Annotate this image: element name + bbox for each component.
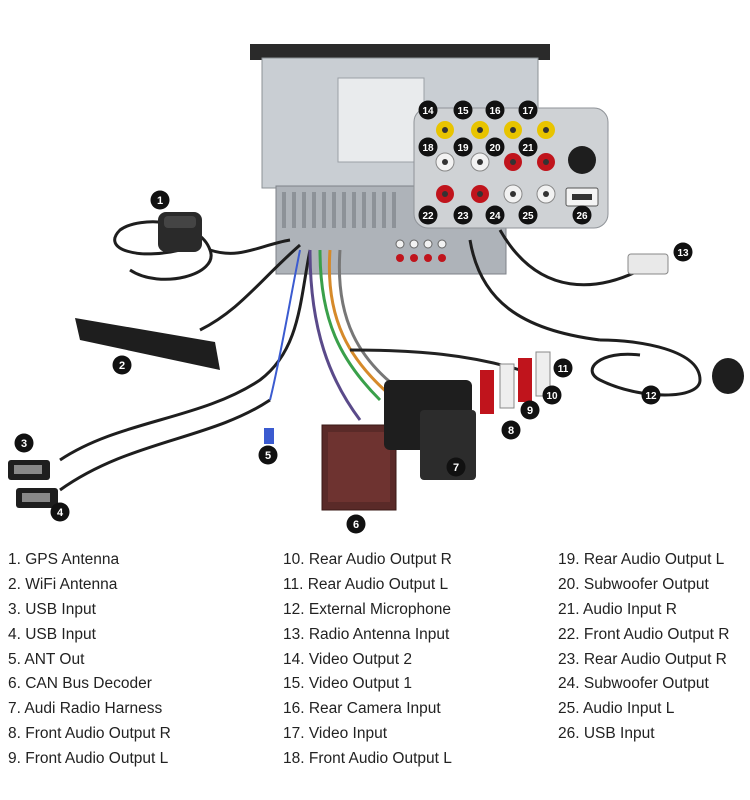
can-bus-decoder <box>321 424 397 511</box>
legend-item: 20. Subwoofer Output <box>558 575 709 593</box>
callout-number: 14 <box>422 106 434 117</box>
callout-badge-15: 15 <box>453 100 473 120</box>
legend-item: 23. Rear Audio Output R <box>558 650 727 668</box>
callout-number: 5 <box>265 450 271 462</box>
callout-badge-7: 7 <box>446 457 466 477</box>
callout-number: 4 <box>57 507 64 519</box>
callout-number: 3 <box>21 438 27 450</box>
usb-input-3 <box>8 460 50 480</box>
usb-input-4 <box>16 488 58 508</box>
label-sticker <box>337 77 425 163</box>
callout-badge-22: 22 <box>418 205 438 225</box>
legend-item: 14. Video Output 2 <box>283 650 412 668</box>
callout-badge-18: 18 <box>418 137 438 157</box>
callout-number: 15 <box>457 106 469 117</box>
callout-badge-3: 3 <box>14 433 34 453</box>
legend-item: 4. USB Input <box>8 625 96 643</box>
callout-badge-10: 10 <box>542 385 562 405</box>
legend-column-2: 10. Rear Audio Output R 11. Rear Audio O… <box>283 548 452 772</box>
legend-item: 11. Rear Audio Output L <box>283 575 449 593</box>
legend-item: 21. Audio Input R <box>558 600 677 618</box>
callout-number: 2 <box>119 360 125 372</box>
legend-item: 6. CAN Bus Decoder <box>8 675 152 693</box>
mic-jack <box>568 146 596 174</box>
cables <box>59 220 641 492</box>
callout-badge-8: 8 <box>501 420 521 440</box>
callout-badge-6: 6 <box>346 514 366 534</box>
callout-number: 6 <box>353 519 359 531</box>
legend-item: 2. WiFi Antenna <box>8 575 118 593</box>
callout-number: 24 <box>489 211 501 222</box>
callout-number: 21 <box>522 143 534 154</box>
callout-number: 25 <box>522 211 534 222</box>
callout-badge-2: 2 <box>112 355 132 375</box>
legend-item: 1. GPS Antenna <box>8 551 120 568</box>
rca-row-2 <box>435 152 555 172</box>
legend-item: 9. Front Audio Output L <box>8 750 169 768</box>
callout-number: 10 <box>546 391 558 402</box>
legend-item: 8. Front Audio Output R <box>8 725 171 743</box>
callout-number: 18 <box>422 143 434 154</box>
callout-badge-23: 23 <box>453 205 473 225</box>
legend-item: 26. USB Input <box>558 725 655 743</box>
callout-badge-24: 24 <box>485 205 505 225</box>
rca-row-3 <box>436 184 556 204</box>
callout-number: 26 <box>576 211 588 222</box>
legend-item: 22. Front Audio Output R <box>558 625 730 643</box>
callout-badge-12: 12 <box>641 385 661 405</box>
callout-number: 20 <box>489 143 501 154</box>
callout-number: 11 <box>558 364 569 375</box>
callout-badge-4: 4 <box>50 502 70 522</box>
callout-number: 16 <box>489 106 501 117</box>
callout-badge-1: 1 <box>150 190 170 210</box>
gps-antenna <box>158 212 202 252</box>
legend-item: 7. Audi Radio Harness <box>8 700 163 718</box>
callout-number: 12 <box>645 391 657 402</box>
legend-item: 3. USB Input <box>8 600 96 618</box>
callout-badge-19: 19 <box>453 137 473 157</box>
callout-badge-26: 26 <box>572 205 592 225</box>
legend-item: 16. Rear Camera Input <box>283 700 441 718</box>
callout-badge-25: 25 <box>518 205 538 225</box>
legend-item: 15. Video Output 1 <box>283 675 412 693</box>
callout-number: 13 <box>677 248 689 259</box>
legend-item: 12. External Microphone <box>283 600 452 618</box>
callout-badge-17: 17 <box>518 100 538 120</box>
callout-number: 7 <box>453 462 459 474</box>
callout-number: 19 <box>457 143 469 154</box>
callout-badge-16: 16 <box>485 100 505 120</box>
legend-column-3: 19. Rear Audio Output L 20. Subwoofer Ou… <box>558 548 729 747</box>
rca-row-1 <box>436 121 555 139</box>
wifi-antenna <box>75 318 220 370</box>
callout-badge-20: 20 <box>485 137 505 157</box>
callout-badge-14: 14 <box>418 100 438 120</box>
ant-out-connector <box>264 428 274 444</box>
legend-item: 5. ANT Out <box>8 650 85 668</box>
legend-item: 10. Rear Audio Output R <box>283 551 452 568</box>
legend-item: 25. Audio Input L <box>558 700 675 718</box>
harness-wires <box>308 249 521 421</box>
legend-column-1: 1. GPS Antenna 2. WiFi Antenna 3. USB In… <box>8 548 171 772</box>
legend-item: 18. Front Audio Output L <box>283 750 452 768</box>
legend-item: 24. Subwoofer Output <box>558 675 709 693</box>
rca-plugs <box>480 351 551 414</box>
legend-item: 13. Radio Antenna Input <box>283 625 450 643</box>
callout-badge-13: 13 <box>673 242 693 262</box>
callout-badge-11: 11 <box>553 358 573 378</box>
callout-badge-9: 9 <box>520 400 540 420</box>
radio-antenna-plug <box>627 253 669 275</box>
callout-number: 9 <box>527 405 533 417</box>
callout-number: 23 <box>457 211 469 222</box>
callout-number: 8 <box>508 425 514 437</box>
callout-number: 17 <box>522 106 534 117</box>
callout-badge-21: 21 <box>518 137 538 157</box>
legend-item: 17. Video Input <box>283 725 387 743</box>
legend-item: 19. Rear Audio Output L <box>558 551 725 568</box>
callout-number: 22 <box>422 211 434 222</box>
callout-badge-5: 5 <box>258 445 278 465</box>
callout-number: 1 <box>157 195 163 207</box>
external-microphone <box>590 338 744 397</box>
